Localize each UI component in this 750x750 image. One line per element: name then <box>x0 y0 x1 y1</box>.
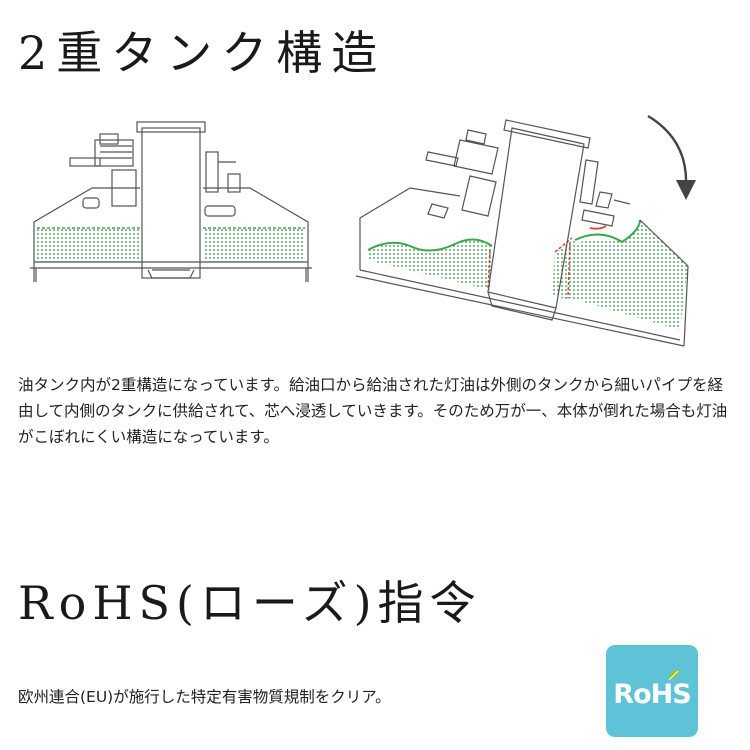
fuel-inner-tilted <box>552 240 575 300</box>
rohs-badge: RoHS <box>606 645 698 737</box>
leaf-icon <box>668 669 680 681</box>
fuel-outer-left <box>37 228 140 262</box>
rohs-badge-label: RoHS <box>613 678 691 710</box>
curved-arrow-icon <box>647 114 696 200</box>
tilted-heater-diagram <box>355 119 689 347</box>
section-title-double-tank: 2重タンク構造 <box>18 26 387 80</box>
rohs-description: 欧州連合(EU)が施行した特定有害物質規制をクリア。 <box>18 688 391 706</box>
tank-structure-diagram <box>30 114 696 347</box>
upright-heater-diagram <box>30 121 312 282</box>
fuel-outer-right <box>203 228 305 262</box>
fuel-outer-tilted-left <box>368 239 492 290</box>
section-title-rohs: RoHS(ローズ)指令 <box>18 576 482 630</box>
double-tank-description: 油タンク内が2重構造になっています。給油口から給油された灯油は外側のタンクから細… <box>18 376 728 446</box>
fuel-outer-tilted-right <box>560 220 688 330</box>
